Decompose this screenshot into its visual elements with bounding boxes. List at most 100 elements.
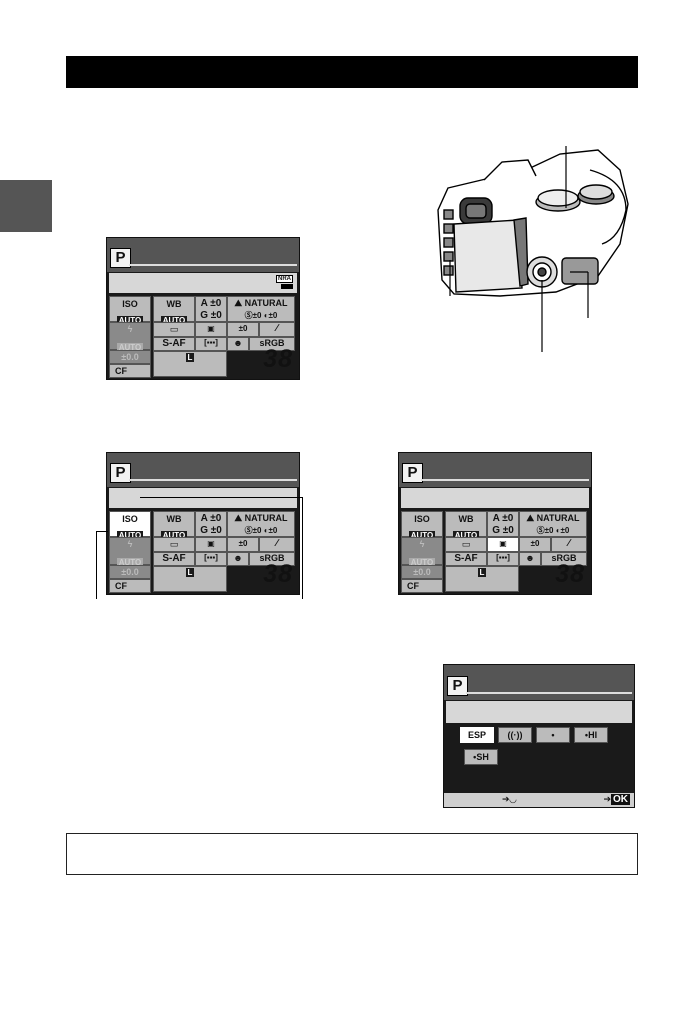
saturation-cell[interactable]: ∕ [551, 537, 587, 552]
exp-comp-cell[interactable]: ±0 [519, 537, 551, 552]
af-area-cell[interactable]: [▪▪▪] [195, 552, 227, 566]
quality-cell[interactable]: L [153, 351, 227, 377]
info-strip [109, 488, 297, 508]
nra-badge: NRA [276, 275, 293, 283]
drive-cell[interactable]: ▭ [153, 537, 195, 552]
camera-illustration [437, 146, 629, 352]
metering-option-esp[interactable]: ESP [460, 727, 494, 743]
picture-mode-icon: ⛰ [234, 298, 243, 308]
mode-indicator: P [447, 676, 468, 696]
flash-icon: ϟ [127, 324, 133, 334]
flash-comp-cell[interactable]: ±0.0 [109, 565, 151, 579]
leader-line [96, 531, 108, 532]
flash-icon: ϟ [127, 539, 133, 549]
metering-cell-selected[interactable]: ▣ [487, 537, 519, 552]
cf-cell[interactable]: CF [109, 364, 151, 378]
face-cell[interactable]: ☻ [227, 552, 249, 566]
flash-icon: ϟ [419, 539, 425, 549]
single-frame-icon: ▭ [461, 539, 471, 549]
wb-adjust-cell[interactable]: A ±0 G ±0 [487, 511, 519, 537]
metering-cell[interactable]: ▣ [195, 322, 227, 337]
color-space-cell[interactable]: sRGB [249, 552, 295, 566]
ok-button[interactable]: OK [611, 794, 630, 805]
quality-cell[interactable]: L [153, 566, 227, 592]
control-panel-1: P NRA ISO AUTO WB AUTO A ±0 G ±0 ⛰ NATUR… [106, 237, 300, 380]
shots-remaining: 38 [555, 560, 585, 588]
info-strip: NRA [109, 273, 297, 293]
color-space-cell[interactable]: sRGB [249, 337, 295, 351]
picture-mode-cell[interactable]: ⛰ NATURAL Ⓢ±0 ◐±0 [227, 296, 295, 322]
color-space-cell[interactable]: sRGB [541, 552, 587, 566]
af-area-icon: [▪▪▪] [204, 553, 218, 562]
dial-arrow-icon: ➔◡ [502, 794, 517, 804]
iso-cell[interactable]: ISO AUTO [109, 296, 151, 325]
single-frame-icon: ▭ [169, 324, 179, 334]
iso-cell[interactable]: ISO AUTO [401, 511, 443, 540]
metering-submenu-panel: P ESP ((·)) • •HI •SH ➔◡ ➔OK [443, 664, 635, 808]
af-area-cell[interactable]: [▪▪▪] [195, 337, 227, 351]
metering-option-spot-hi[interactable]: •HI [574, 727, 608, 743]
brush-icon: ∕ [276, 538, 278, 549]
iso-cell-selected[interactable]: ISO AUTO [109, 511, 151, 540]
af-mode-cell[interactable]: S-AF [445, 552, 487, 566]
quality-cell[interactable]: L [445, 566, 519, 592]
sharpness-icon: Ⓢ [244, 526, 253, 535]
saturation-cell[interactable]: ∕ [259, 537, 295, 552]
wb-cell[interactable]: WB AUTO [153, 511, 195, 540]
contrast-icon: ◐ [263, 526, 269, 535]
shots-remaining: 38 [263, 345, 293, 373]
brush-icon: ∕ [276, 323, 278, 334]
info-strip [401, 488, 589, 508]
wb-cell[interactable]: WB AUTO [153, 296, 195, 325]
metering-cell[interactable]: ▣ [195, 537, 227, 552]
submenu-footer: ➔◡ ➔OK [444, 793, 634, 807]
af-mode-cell[interactable]: S-AF [153, 337, 195, 351]
metering-option-center[interactable]: ((·)) [498, 727, 532, 743]
af-area-icon: [▪▪▪] [204, 338, 218, 347]
note-box [66, 833, 638, 875]
face-cell[interactable]: ☻ [519, 552, 541, 566]
metering-option-spot-sh[interactable]: •SH [464, 749, 498, 765]
metering-option-spot[interactable]: • [536, 727, 570, 743]
flash-comp-cell[interactable]: ±0.0 [401, 565, 443, 579]
section-title-bar [66, 56, 638, 88]
af-area-icon: [▪▪▪] [496, 553, 510, 562]
mode-indicator: P [110, 463, 131, 483]
contrast-icon: ◐ [263, 311, 269, 320]
wb-adjust-cell[interactable]: A ±0 G ±0 [195, 296, 227, 322]
cf-cell[interactable]: CF [401, 579, 443, 593]
face-icon: ☻ [233, 553, 243, 563]
saturation-cell[interactable]: ∕ [259, 322, 295, 337]
face-icon: ☻ [233, 338, 243, 348]
face-cell[interactable]: ☻ [227, 337, 249, 351]
af-mode-cell[interactable]: S-AF [153, 552, 195, 566]
single-frame-icon: ▭ [169, 539, 179, 549]
picture-mode-cell[interactable]: ⛰ NATURAL Ⓢ±0 ◐±0 [227, 511, 295, 537]
flash-cell[interactable]: ϟ AUTO [109, 537, 151, 567]
wb-adjust-cell[interactable]: A ±0 G ±0 [195, 511, 227, 537]
battery-icon [281, 284, 293, 289]
chapter-side-tab [0, 180, 52, 232]
brush-icon: ∕ [568, 538, 570, 549]
shots-remaining: 38 [263, 560, 293, 588]
drive-cell[interactable]: ▭ [445, 537, 487, 552]
mode-indicator: P [402, 463, 423, 483]
cf-cell[interactable]: CF [109, 579, 151, 593]
wb-cell[interactable]: WB AUTO [445, 511, 487, 540]
picture-mode-icon: ⛰ [526, 513, 535, 523]
arrow-icon: ➔ [603, 794, 611, 804]
exp-comp-cell[interactable]: ±0 [227, 322, 259, 337]
flash-comp-cell[interactable]: ±0.0 [109, 350, 151, 364]
metering-esp-icon: ▣ [499, 539, 507, 548]
flash-cell[interactable]: ϟ AUTO [109, 322, 151, 352]
af-area-cell[interactable]: [▪▪▪] [487, 552, 519, 566]
contrast-icon: ◐ [555, 526, 561, 535]
drive-cell[interactable]: ▭ [153, 322, 195, 337]
leader-line [96, 531, 97, 599]
sharpness-icon: Ⓢ [244, 311, 253, 320]
exp-comp-cell[interactable]: ±0 [227, 537, 259, 552]
face-icon: ☻ [525, 553, 535, 563]
flash-cell[interactable]: ϟ AUTO [401, 537, 443, 567]
picture-mode-cell[interactable]: ⛰ NATURAL Ⓢ±0 ◐±0 [519, 511, 587, 537]
metering-esp-icon: ▣ [207, 324, 215, 333]
